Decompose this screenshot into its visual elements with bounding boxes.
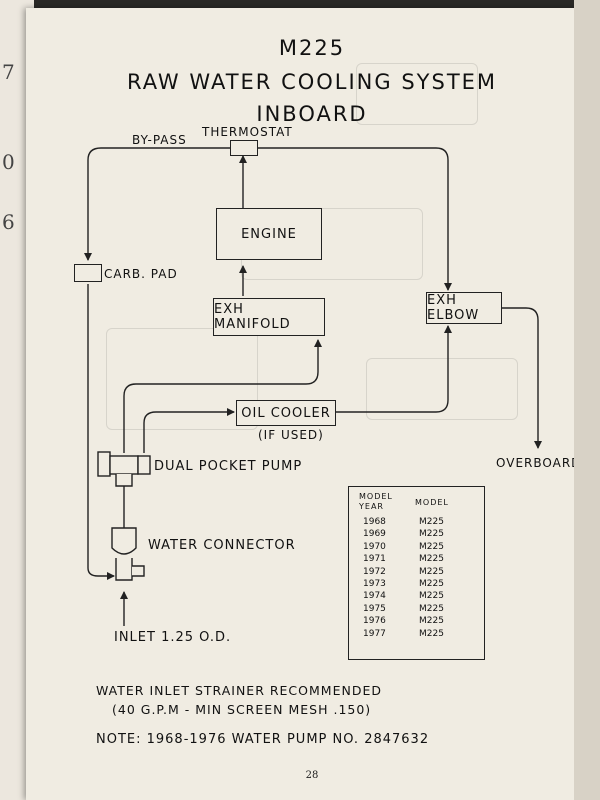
table-row: 1969 M225 xyxy=(349,529,484,541)
table-row: 1972 M225 xyxy=(349,567,484,579)
manual-page: M225 RAW WATER COOLING SYSTEM INBOARD xyxy=(26,8,598,800)
row-model: M225 xyxy=(419,591,444,602)
row-year: 1973 xyxy=(363,579,386,589)
dual-pocket-pump-label: DUAL POCKET PUMP xyxy=(154,459,303,474)
page-number: 28 xyxy=(305,770,319,781)
flow-lines xyxy=(84,147,542,626)
carb-pad-label: CARB. PAD xyxy=(104,267,178,281)
row-model: M225 xyxy=(419,579,444,589)
bypass-label: BY-PASS xyxy=(132,133,187,147)
row-model: M225 xyxy=(419,616,444,627)
bleedthrough-shape xyxy=(366,358,518,420)
row-year: 1975 xyxy=(363,603,386,614)
row-model: M225 xyxy=(419,628,444,639)
oil-cooler-box: OIL COOLER xyxy=(236,400,336,426)
row-year: 1974 xyxy=(363,591,386,602)
model-heading: M225 xyxy=(278,36,346,60)
table-row: 1971 M225 xyxy=(349,554,484,566)
row-model: M225 xyxy=(419,554,444,565)
table-row: 1977 M225 xyxy=(349,629,484,641)
row-year: 1971 xyxy=(363,554,386,565)
table-row: 1976 M225 xyxy=(349,616,484,628)
table-header-year: MODEL YEAR xyxy=(359,492,393,511)
table-header-model: MODEL xyxy=(415,498,449,507)
pump-number-note: NOTE: 1968-1976 WATER PUMP NO. 2847632 xyxy=(96,732,430,747)
diagram-title: RAW WATER COOLING SYSTEM xyxy=(126,70,498,94)
table-row: 1973 M225 xyxy=(349,579,484,591)
engine-box: ENGINE xyxy=(216,208,322,260)
strainer-spec-note: (40 G.P.M - MIN SCREEN MESH .150) xyxy=(112,702,372,717)
overboard-label: OVERBOARD xyxy=(496,456,582,470)
strainer-note: WATER INLET STRAINER RECOMMENDED xyxy=(96,683,382,698)
row-model: M225 xyxy=(419,603,444,614)
bleedthrough-shape xyxy=(106,328,258,430)
bleedthrough-shape xyxy=(356,63,478,125)
row-year: 1972 xyxy=(363,566,386,577)
if-used-label: (IF USED) xyxy=(258,428,324,442)
row-model: M225 xyxy=(419,517,444,527)
row-year: 1969 xyxy=(363,529,386,540)
inlet-label: INLET 1.25 O.D. xyxy=(114,630,232,645)
carb-pad-box xyxy=(74,264,102,282)
diagram-subtitle: INBOARD xyxy=(256,102,368,126)
row-year: 1976 xyxy=(363,616,386,627)
row-model: M225 xyxy=(419,541,444,552)
table-row: 1970 M225 xyxy=(349,542,484,554)
row-model: M225 xyxy=(419,566,444,577)
table-row: 1968 M225 xyxy=(349,517,484,529)
page-edge xyxy=(574,0,600,800)
exh-elbow-box: EXH ELBOW xyxy=(426,292,502,324)
table-row: 1974 M225 xyxy=(349,591,484,603)
thermostat-label: THERMOSTAT xyxy=(202,125,293,139)
row-year: 1968 xyxy=(363,517,386,527)
row-year: 1970 xyxy=(363,541,386,552)
row-year: 1977 xyxy=(363,628,386,639)
table-row: 1975 M225 xyxy=(349,604,484,616)
water-connector-label: WATER CONNECTOR xyxy=(148,538,296,553)
thermostat-box xyxy=(230,140,258,156)
row-model: M225 xyxy=(419,529,444,540)
exh-manifold-box: EXH MANIFOLD xyxy=(213,298,325,336)
